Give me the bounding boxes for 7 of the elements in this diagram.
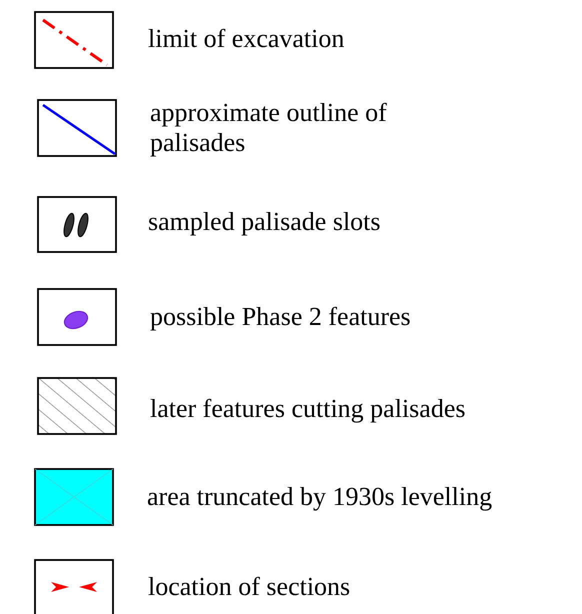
legend-label: possible Phase 2 features [150,302,411,332]
legend-label: later features cutting palisades [150,394,466,424]
legend-label: limit of excavation [148,24,344,54]
legend-label: location of sections [148,572,350,602]
legend-label: area truncated by 1930s levelling [147,482,492,512]
legend-label: approximate outline of palisades [150,98,388,158]
legend-label: sampled palisade slots [148,207,381,237]
